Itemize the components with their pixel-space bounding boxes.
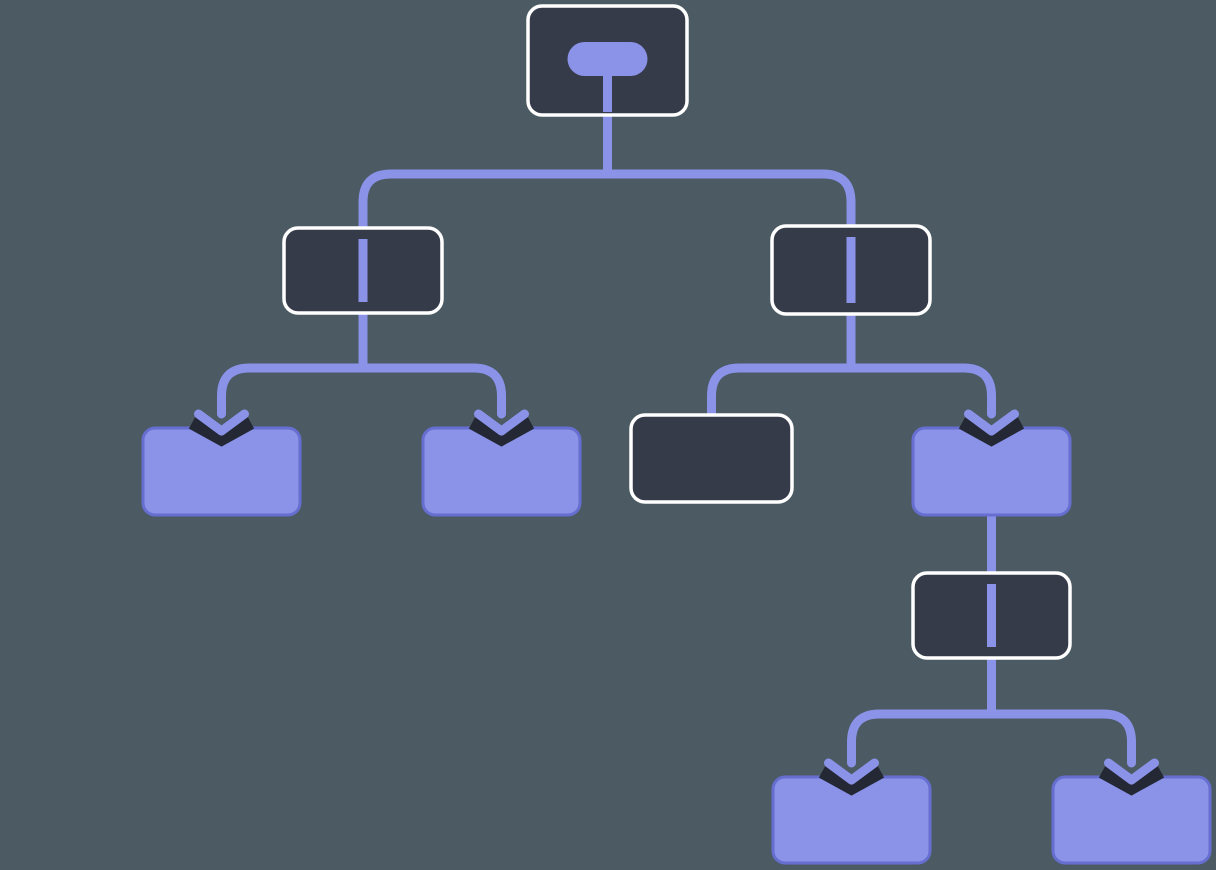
- node-branch-dark: [629, 413, 794, 504]
- edge-split-left: [217, 306, 506, 419]
- arrowhead-dark-chevron-leaf-1: [188, 415, 255, 447]
- arrowhead-accent-chevron-leaf-3: [964, 409, 1019, 436]
- root-icon-pill: [567, 42, 648, 76]
- edges-layer: [217, 108, 1136, 768]
- split-line-split-left: [358, 239, 368, 302]
- arrowhead-dark-chevron-leaf-5: [1098, 764, 1165, 796]
- arrowhead-dark-chevron-leaf-4: [818, 764, 885, 796]
- split-line-split-right-2: [987, 584, 996, 647]
- split-line-split-right: [846, 237, 856, 303]
- root-icon-stem: [603, 72, 612, 112]
- arrowhead-accent-chevron-leaf-5: [1104, 758, 1159, 785]
- edge-root: [358, 108, 856, 236]
- node-glyphs-layer: [358, 42, 996, 647]
- nodes-layer: [141, 4, 1212, 865]
- arrowheads-layer: [188, 409, 1165, 796]
- arrowhead-accent-chevron-leaf-1: [194, 409, 249, 436]
- arrowhead-dark-chevron-leaf-2: [468, 415, 535, 447]
- edge-split-right-2: [847, 651, 1136, 768]
- arrowhead-accent-chevron-leaf-2: [474, 409, 529, 436]
- edge-split-right: [707, 307, 996, 423]
- arrowhead-accent-chevron-leaf-4: [824, 758, 879, 785]
- arrowhead-dark-chevron-leaf-3: [958, 415, 1025, 447]
